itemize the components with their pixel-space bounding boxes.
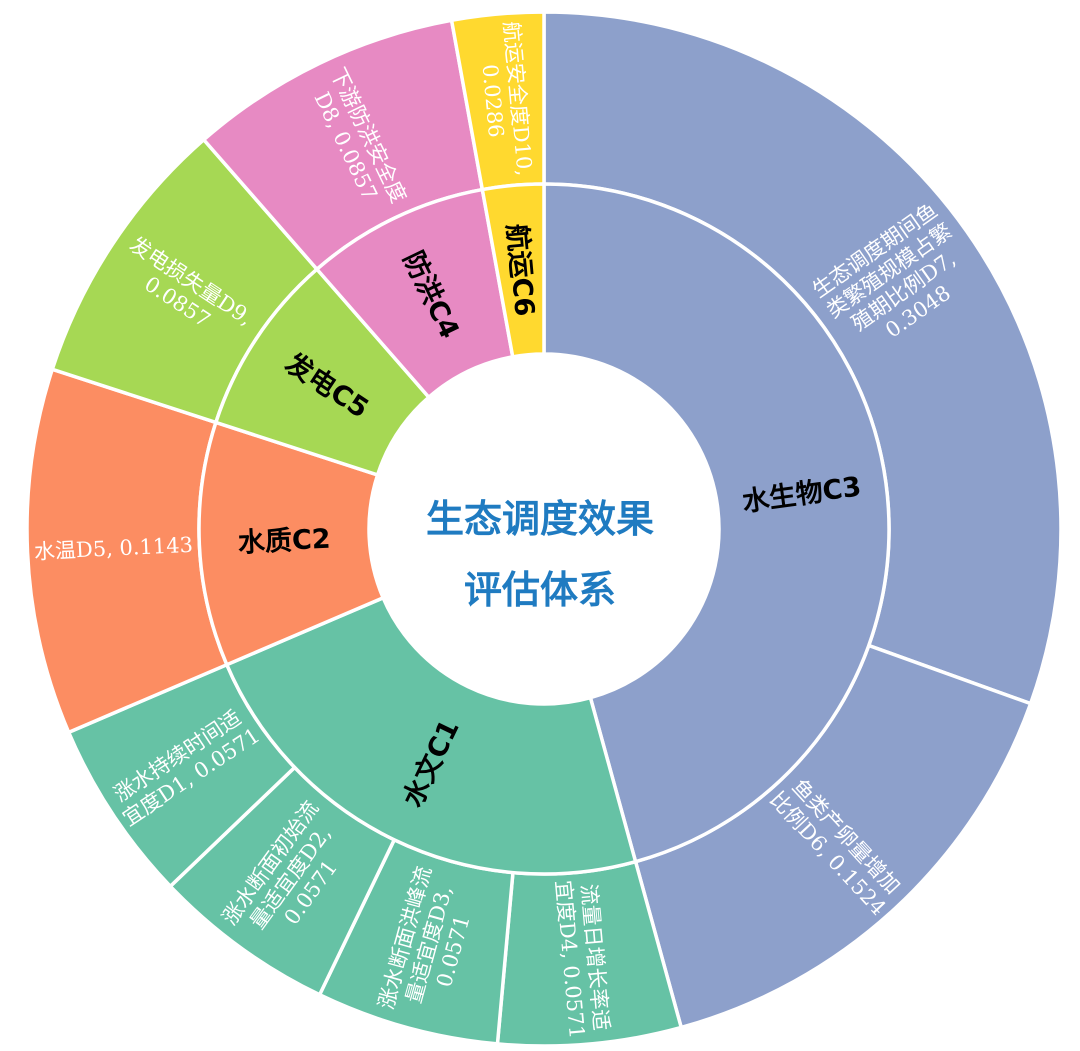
inner-label-2-line-0: 水质C2 (237, 523, 331, 558)
inner-label-2: 水质C2 (237, 523, 331, 558)
center-title-line-1: 生态调度效果 (426, 497, 654, 541)
center-title-line-2: 评估体系 (464, 568, 616, 612)
inner-ring (197, 182, 891, 876)
outer-ring (25, 10, 1063, 1048)
center-hole (369, 354, 719, 704)
